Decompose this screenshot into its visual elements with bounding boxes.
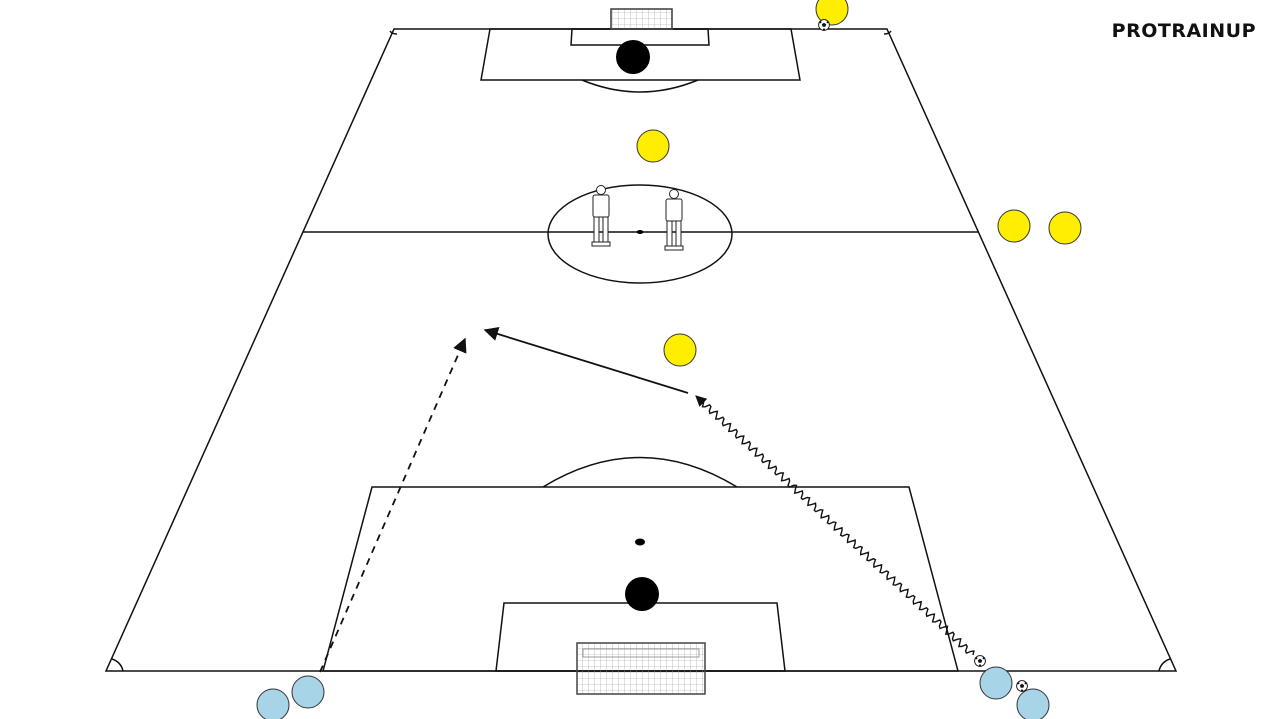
yellow-player: [997, 209, 1031, 243]
corner-arc: [883, 30, 892, 35]
corner-arc: [1158, 658, 1171, 672]
pitch-boundary: [104, 28, 1178, 672]
mannequin: [664, 189, 684, 251]
near-goal-area: [495, 602, 786, 672]
blue-player: [291, 675, 325, 709]
yellow-player: [663, 333, 697, 367]
pitch-lines: [104, 28, 1178, 672]
mannequin: [591, 185, 611, 247]
penalty-spot: [635, 538, 645, 546]
blue-player: [256, 688, 290, 719]
black-cone: [625, 577, 659, 611]
far-goal: [610, 8, 673, 30]
ball: [974, 655, 986, 668]
blue-player: [979, 666, 1013, 700]
yellow-player: [1048, 211, 1082, 245]
black-cone: [616, 40, 650, 74]
brand-logo: PROTRAINUP: [1111, 20, 1256, 42]
ball: [1016, 680, 1028, 693]
blue-player: [1016, 688, 1050, 719]
run-arrow: [319, 337, 467, 673]
far-penalty-arc: [581, 79, 699, 93]
near-goal: [576, 642, 706, 695]
corner-arc: [111, 658, 124, 672]
pass-arrow: [483, 326, 689, 394]
near-penalty-arc: [542, 456, 738, 488]
ball: [818, 19, 830, 32]
corner-arc: [389, 30, 398, 35]
dribble-arrow: [695, 395, 975, 656]
near-penalty-area: [322, 486, 959, 672]
centre-circle: [547, 184, 733, 284]
yellow-player: [815, 0, 849, 26]
yellow-player: [636, 129, 670, 163]
centre-spot: [636, 230, 644, 234]
